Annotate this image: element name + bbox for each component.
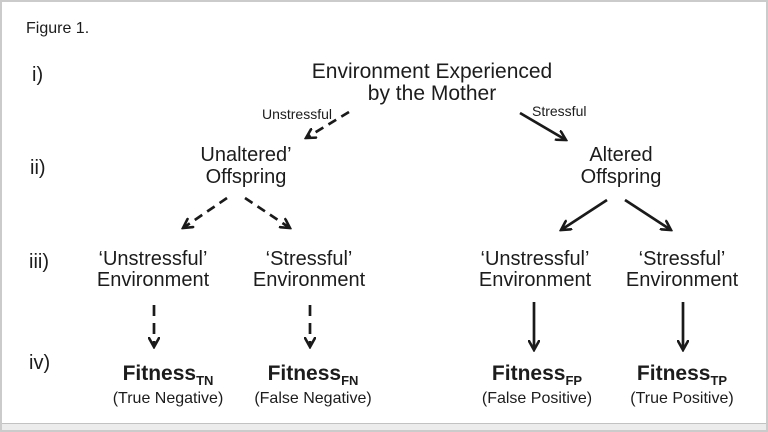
edge-altered-to-unstressful-env: [561, 198, 608, 230]
node-env-unstressful-left-line1: ‘Unstressful’: [98, 248, 208, 270]
fitness-tn-subscript: TN: [196, 373, 214, 389]
node-env-stressful-left-line1: ‘Stressful’: [265, 248, 353, 270]
node-mother-environment: Environment Experienced by the Mother: [312, 61, 552, 105]
node-unaltered-offspring-line2: Offspring: [205, 166, 287, 188]
outcome-fitness-tn: FitnessTN (True Negative): [113, 362, 224, 408]
outcome-fitness-tp: FitnessTP (True Positive): [630, 362, 733, 408]
node-mother-environment-line1: Environment Experienced: [311, 60, 553, 83]
fitness-fp-base: Fitness: [491, 362, 566, 385]
fitness-fp-label: FitnessFP: [482, 362, 592, 389]
node-env-unstressful-left-line2: Environment: [96, 269, 210, 291]
fitness-fn-subscript: FN: [341, 373, 359, 389]
edge-unaltered-to-unstressful-env: [183, 196, 228, 228]
outcome-fitness-fp: FitnessFP (False Positive): [482, 362, 592, 408]
fitness-fn-label: FitnessFN: [254, 362, 371, 389]
node-env-unstressful-left: ‘Unstressful’ Environment: [97, 249, 209, 291]
slide-bottom-border: [2, 423, 766, 430]
fitness-tn-caption: (True Negative): [112, 390, 224, 407]
node-unaltered-offspring: Unaltered’ Offspring: [200, 144, 291, 188]
row-label-iii: iii): [29, 251, 49, 273]
fitness-tn-label: FitnessTN: [113, 362, 224, 389]
fitness-fn-caption: (False Negative): [254, 390, 372, 407]
fitness-tn-base: Fitness: [122, 362, 197, 385]
edge-label-stressful: Stressful: [532, 103, 587, 119]
node-env-unstressful-right: ‘Unstressful’ Environment: [479, 249, 591, 291]
fitness-fp-subscript: FP: [565, 373, 583, 389]
row-label-iv: iv): [29, 352, 51, 374]
node-mother-environment-line2: by the Mother: [367, 82, 497, 105]
row-label-ii: ii): [30, 157, 46, 179]
node-altered-offspring-line2: Offspring: [580, 166, 662, 188]
fitness-tp-label: FitnessTP: [630, 362, 733, 389]
fitness-fn-base: Fitness: [267, 362, 342, 385]
fitness-tp-base: Fitness: [636, 362, 711, 385]
node-env-stressful-left: ‘Stressful’ Environment: [253, 249, 365, 291]
node-env-stressful-left-line2: Environment: [252, 269, 366, 291]
node-env-unstressful-right-line2: Environment: [478, 269, 592, 291]
node-env-stressful-right: ‘Stressful’ Environment: [626, 249, 738, 291]
fitness-tp-subscript: TP: [710, 373, 728, 389]
figure-label: Figure 1.: [26, 20, 90, 37]
edge-label-unstressful: Unstressful: [261, 106, 332, 122]
node-unaltered-offspring-line1: Unaltered’: [200, 144, 292, 166]
node-altered-offspring-line1: Altered: [589, 144, 653, 166]
node-env-stressful-right-line1: ‘Stressful’: [638, 248, 726, 270]
fitness-fp-caption: (False Positive): [481, 390, 593, 407]
node-env-unstressful-right-line1: ‘Unstressful’: [480, 248, 590, 270]
row-label-i: i): [32, 64, 44, 86]
outcome-fitness-fn: FitnessFN (False Negative): [254, 362, 371, 408]
node-altered-offspring: Altered Offspring: [581, 144, 662, 188]
edge-altered-to-stressful-env: [624, 198, 671, 230]
fitness-tp-caption: (True Positive): [630, 390, 734, 407]
node-env-stressful-right-line2: Environment: [625, 269, 739, 291]
edge-unaltered-to-stressful-env: [244, 196, 290, 228]
